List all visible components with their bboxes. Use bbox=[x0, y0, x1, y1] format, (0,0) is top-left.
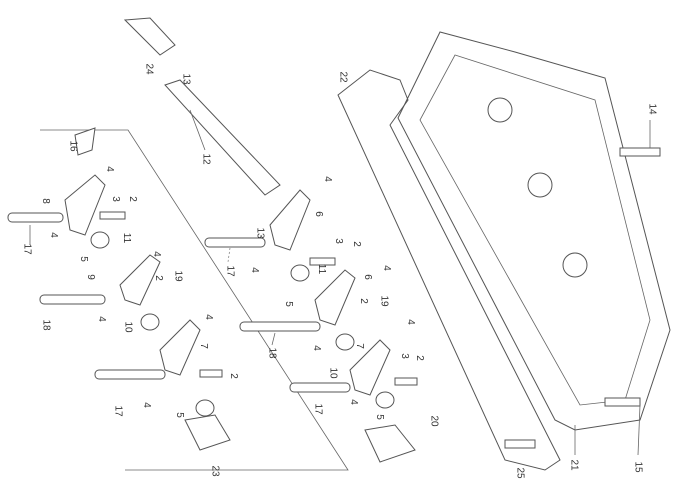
part-label: 7 bbox=[197, 343, 209, 349]
pin-part-17 bbox=[7, 212, 64, 223]
part-label: 3 bbox=[109, 196, 121, 202]
part-label: 2 bbox=[350, 241, 362, 247]
bolt-part-14 bbox=[619, 147, 661, 157]
screw-part-3 bbox=[199, 369, 223, 378]
leader-line bbox=[189, 109, 206, 151]
part-label: 4 bbox=[103, 166, 115, 172]
part-label: 4 bbox=[95, 316, 107, 322]
bolt-part-25 bbox=[504, 439, 536, 449]
bushing-part-5 bbox=[290, 264, 310, 282]
bushing-part-5 bbox=[375, 391, 395, 409]
part-label: 6 bbox=[361, 274, 373, 280]
part-label: 18 bbox=[40, 319, 52, 331]
part-label: 17 bbox=[312, 403, 324, 415]
part-label: 9 bbox=[84, 274, 96, 280]
part-label: 3 bbox=[332, 238, 344, 244]
part-label: 10 bbox=[122, 321, 134, 333]
part-label: 2 bbox=[126, 196, 138, 202]
part-label: 4 bbox=[47, 232, 59, 238]
part-label: 13 bbox=[254, 227, 266, 239]
rocker-shaft-part-12 bbox=[164, 79, 281, 196]
clip-part-16 bbox=[74, 127, 96, 156]
part-label: 17 bbox=[224, 265, 236, 277]
housing-inner bbox=[419, 54, 651, 406]
bracket-part-23 bbox=[184, 414, 231, 451]
part-label: 2 bbox=[152, 275, 164, 281]
part-label: 4 bbox=[248, 267, 260, 273]
bushing-part-5 bbox=[195, 399, 215, 417]
part-label: 23 bbox=[209, 465, 221, 477]
part-label: 4 bbox=[202, 314, 214, 320]
part-label: 20 bbox=[428, 415, 440, 427]
rocker-arm-part-7 bbox=[159, 319, 201, 376]
rocker-arm-part-6 bbox=[269, 189, 311, 251]
pin-part-18 bbox=[39, 294, 106, 305]
part-label: 5 bbox=[77, 256, 89, 262]
housing-boss bbox=[487, 97, 513, 123]
part-label: 16 bbox=[67, 140, 79, 152]
part-label: 24 bbox=[143, 63, 155, 75]
part-label: 8 bbox=[39, 198, 51, 204]
pin-part-17 bbox=[289, 382, 351, 393]
part-label: 6 bbox=[312, 211, 324, 217]
pin-part-17 bbox=[94, 369, 166, 380]
part-label: 5 bbox=[282, 301, 294, 307]
pin-part-18 bbox=[239, 321, 321, 332]
bolt-part-15 bbox=[604, 397, 641, 407]
screw-part-3 bbox=[394, 377, 418, 386]
part-label: 19 bbox=[378, 295, 390, 307]
leader-line bbox=[271, 332, 276, 346]
part-label: 21 bbox=[568, 459, 580, 471]
part-label: 13 bbox=[180, 73, 192, 85]
part-label: 5 bbox=[373, 414, 385, 420]
bracket-part-24 bbox=[123, 17, 176, 56]
screw-part-3 bbox=[99, 211, 126, 220]
part-label: 4 bbox=[321, 176, 333, 182]
part-label: 4 bbox=[347, 399, 359, 405]
part-label: 17 bbox=[21, 243, 33, 255]
part-label: 22 bbox=[337, 71, 349, 83]
part-label: 4 bbox=[150, 251, 162, 257]
assembly-frame bbox=[40, 129, 349, 471]
part-label: 2 bbox=[413, 355, 425, 361]
rocker-arm-part-9 bbox=[119, 254, 161, 306]
part-label: 12 bbox=[200, 153, 212, 165]
part-label: 3 bbox=[398, 353, 410, 359]
part-label: 25 bbox=[514, 467, 526, 479]
rocker-housing-part-21 bbox=[397, 31, 671, 431]
part-label: 15 bbox=[632, 461, 644, 473]
part-label: 7 bbox=[353, 343, 365, 349]
part-label: 11 bbox=[121, 232, 133, 244]
part-label: 2 bbox=[227, 373, 239, 379]
leader-line bbox=[637, 404, 641, 456]
screw-part-3 bbox=[309, 257, 336, 266]
part-label: 4 bbox=[404, 319, 416, 325]
housing-boss bbox=[527, 172, 553, 198]
part-label: 19 bbox=[172, 270, 184, 282]
bushing-part-10 bbox=[335, 333, 355, 351]
part-label: 4 bbox=[140, 402, 152, 408]
bushing-part-5 bbox=[90, 231, 110, 249]
part-label: 2 bbox=[357, 298, 369, 304]
leader-line bbox=[227, 247, 231, 263]
part-label: 4 bbox=[380, 265, 392, 271]
bracket-part-20 bbox=[364, 424, 416, 463]
part-label: 17 bbox=[112, 405, 124, 417]
housing-boss bbox=[562, 252, 588, 278]
rocker-arm-part-9 bbox=[314, 269, 356, 326]
part-label: 11 bbox=[316, 263, 328, 275]
rocker-arm-part-7 bbox=[349, 339, 391, 396]
part-label: 4 bbox=[310, 345, 322, 351]
part-label: 5 bbox=[173, 412, 185, 418]
bushing-part-10 bbox=[140, 313, 160, 331]
pin-part-17 bbox=[204, 237, 266, 248]
part-label: 18 bbox=[266, 347, 278, 359]
rocker-arm-part-8 bbox=[64, 174, 106, 236]
part-label: 10 bbox=[327, 367, 339, 379]
gasket-part-22 bbox=[337, 69, 561, 471]
part-label: 14 bbox=[646, 103, 658, 115]
